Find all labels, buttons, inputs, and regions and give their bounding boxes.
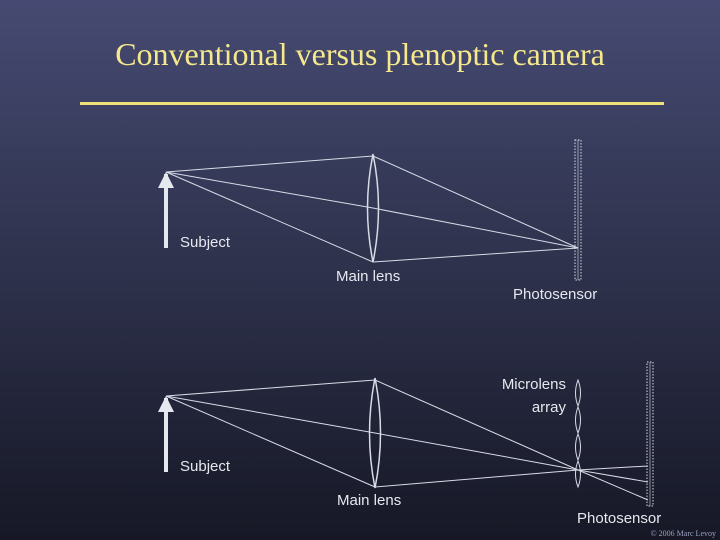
title-underline [80, 102, 664, 105]
ray-mid [165, 171, 374, 209]
subject-arrowhead [158, 172, 174, 188]
subject-label: Subject [180, 458, 231, 475]
main-lens-label: Main lens [336, 268, 401, 285]
subject-label: Subject [180, 234, 231, 251]
ray-mid [165, 395, 376, 434]
microlens-label: Microlens [501, 376, 566, 393]
subject-arrowhead [158, 396, 174, 412]
microlens-array-label: array [531, 399, 566, 416]
copyright-notice: © 2006 Marc Levoy [650, 529, 716, 538]
ray-top [165, 155, 374, 173]
conventional-camera-diagram [158, 139, 582, 281]
ray-spread-2 [577, 469, 649, 483]
main-lens-label: Main lens [337, 492, 402, 509]
ray-mid-out [374, 432, 579, 471]
ray-top-out [374, 379, 579, 471]
ray-spread-1 [577, 469, 649, 501]
main-lens [366, 153, 380, 263]
ray-mid-out [372, 207, 579, 249]
main-lens [368, 377, 382, 489]
ray-bottom [165, 171, 374, 263]
ray-top [165, 379, 376, 397]
ray-bottom-out [372, 247, 579, 263]
slide-title: Conventional versus plenoptic camera [115, 36, 605, 72]
ray-spread-3 [577, 465, 649, 471]
photosensor-label: Photosensor [577, 510, 662, 527]
ray-top-out [372, 155, 579, 249]
microlens-array [575, 378, 581, 489]
ray-bottom [165, 395, 376, 488]
photosensor-label: Photosensor [513, 286, 598, 303]
ray-bottom-out [374, 469, 579, 488]
plenoptic-camera-diagram [158, 361, 654, 507]
